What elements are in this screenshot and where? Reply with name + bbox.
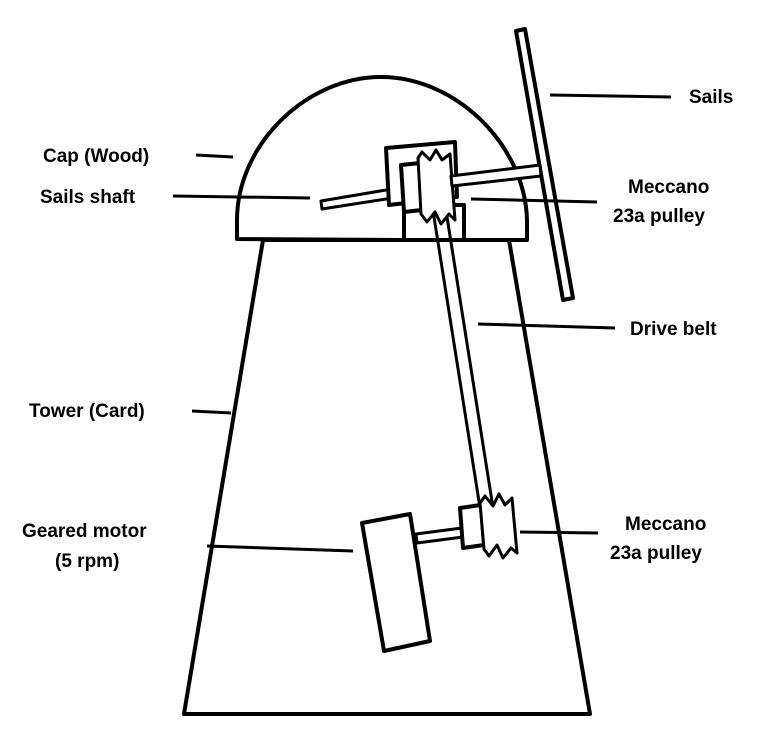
callout-line [206,544,354,553]
motor-label: Geared motor [22,521,147,542]
sails-shaft-outer [449,163,543,188]
bottom-pulley-label: 23a pulley [610,543,702,564]
bottom-pulley [478,492,519,560]
bottom-pulley-label: Meccano [625,514,706,535]
top-pulley-label: 23a pulley [613,206,705,227]
top-pulley [416,148,457,226]
drive-belt-strand [423,159,489,553]
cap-label: Cap (Wood) [43,146,149,167]
sails [514,27,575,302]
drive-belt-label: Drive belt [630,319,717,340]
sails-label: Sails [689,87,733,108]
callout-line [477,322,616,330]
callout-line [519,530,599,535]
callout-line [191,409,232,415]
motor-label: (5 rpm) [55,551,119,572]
top-pulley-label: Meccano [628,177,709,198]
sails-shaft-label: Sails shaft [40,187,136,208]
callout-line [195,153,234,159]
callout-line [549,93,672,99]
geared-motor [360,512,432,653]
callout-line [470,197,598,204]
callout-line [172,194,311,200]
cap [235,75,529,242]
tower [182,238,592,716]
tower-label: Tower (Card) [29,401,145,422]
drive-belt-strand [436,159,502,553]
